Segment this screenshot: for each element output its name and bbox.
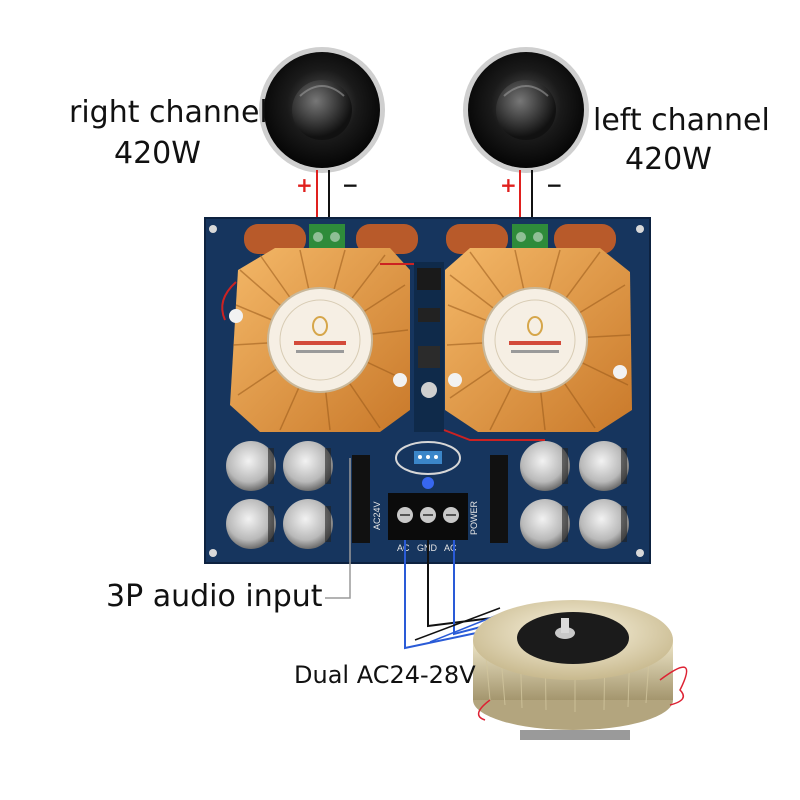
- ac-wire-left: [404, 540, 501, 650]
- right-positive-label: +: [296, 173, 313, 197]
- gnd-wire: [427, 540, 501, 628]
- left-positive-label: +: [500, 173, 517, 197]
- left-heatsink: [445, 248, 632, 432]
- audio-input-highlight: [395, 441, 461, 475]
- terminal-ac-right-label: AC: [444, 543, 457, 553]
- right-channel-power-label: 420W: [114, 136, 201, 171]
- left-channel-label: left channel: [593, 103, 770, 138]
- toroidal-transformer-icon: [473, 600, 688, 740]
- power-led: [422, 477, 434, 489]
- left-negative-label: −: [546, 173, 563, 197]
- terminal-power-label: POWER: [469, 500, 479, 535]
- audio-input-label: 3P audio input: [106, 579, 323, 614]
- inductor-coil: [244, 224, 616, 254]
- power-module: [414, 262, 444, 432]
- left-channel-power-label: 420W: [625, 142, 712, 177]
- right-heatsink: [230, 248, 410, 432]
- terminal-ac24v-label: AC24V: [372, 501, 382, 530]
- power-terminal-block: [388, 493, 468, 540]
- ac-input-label: Dual AC24-28V: [294, 661, 476, 689]
- audio-input-leader-line: [325, 458, 351, 599]
- amplifier-board: AC GND AC POWER AC24V: [204, 217, 651, 564]
- left-speaker-icon: [463, 47, 589, 173]
- filter-capacitors: [226, 441, 629, 549]
- right-speaker-icon: [259, 47, 385, 173]
- terminal-ac-left-label: AC: [397, 543, 410, 553]
- right-channel-label: right channel: [69, 95, 268, 130]
- right-negative-label: −: [342, 173, 359, 197]
